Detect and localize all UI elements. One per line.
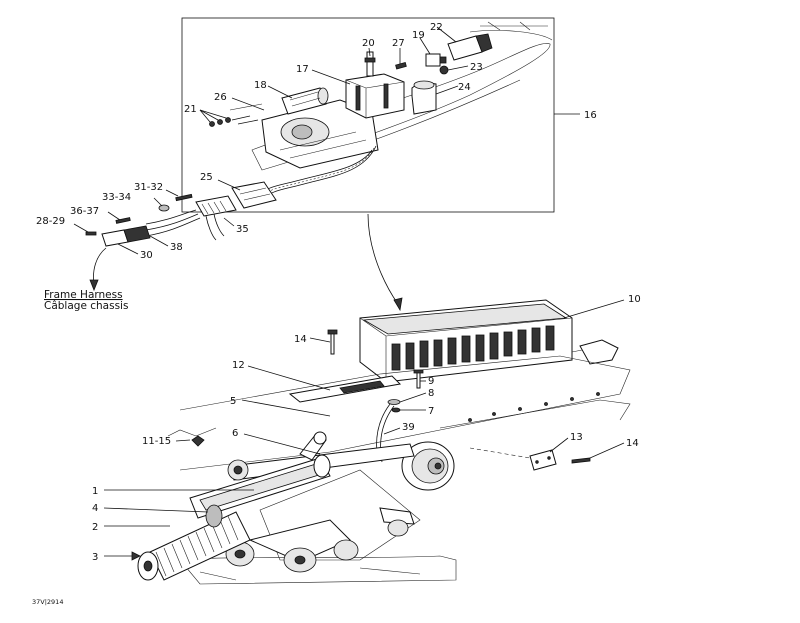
connector-25 (231, 181, 277, 209)
callout-labels: 22 20 27 19 23 17 18 24 26 21 16 25 31-3… (36, 22, 641, 563)
callout-7: 7 (428, 406, 434, 417)
callout-25: 25 (200, 172, 213, 183)
hardware-31-32 (175, 193, 193, 202)
callout-16: 16 (584, 110, 597, 121)
callout-5: 5 (230, 396, 236, 407)
callout-17: 17 (296, 64, 309, 75)
callout-20: 20 (362, 38, 375, 49)
inset-to-box-arrow-head (393, 297, 403, 312)
leader-lines (73, 26, 625, 561)
inset-to-box-arrow (367, 213, 399, 305)
spring-end-3 (137, 551, 159, 581)
collar-4 (205, 504, 223, 528)
inset-relay-24 (411, 80, 437, 115)
inset-switch-19 (425, 53, 447, 67)
connector-35 (195, 195, 237, 241)
callout-14-top: 14 (294, 334, 307, 345)
callout-30: 30 (140, 250, 153, 261)
callout-28-29: 28-29 (36, 216, 65, 227)
inset-gearbox (345, 73, 405, 119)
bracket-12 (288, 375, 402, 403)
callout-23: 23 (470, 62, 483, 73)
callout-21: 21 (184, 104, 197, 115)
callout-26: 26 (214, 92, 227, 103)
callout-11-15: 11-15 (142, 436, 171, 447)
callout-2: 2 (92, 522, 98, 533)
idler-wheel (401, 441, 455, 491)
bolt-14-top (327, 329, 338, 355)
shock-absorber-1 (189, 454, 331, 519)
rear-linkage (179, 469, 457, 585)
callout-18: 18 (254, 80, 267, 91)
hardware-36-37 (115, 217, 131, 224)
nut-7 (391, 407, 401, 413)
washer-8 (387, 399, 401, 405)
frame-harness-note: Frame Harness Câblage chassis (44, 289, 128, 312)
bolt-9 (413, 369, 424, 389)
harness-38 (145, 209, 201, 237)
harness-arrow (93, 247, 107, 285)
callout-6: 6 (232, 428, 238, 439)
inset-bolts (209, 103, 263, 127)
inset-solenoid (281, 87, 329, 115)
callout-3: 3 (92, 552, 98, 563)
detail-inset-frame (181, 17, 555, 213)
inset-cable-bundle (265, 145, 377, 195)
callout-36-37: 36-37 (70, 206, 99, 217)
spring-2 (149, 511, 251, 581)
plug-30 (101, 225, 151, 247)
inset-motor (261, 99, 379, 169)
callout-39: 39 (402, 422, 415, 433)
callout-8: 8 (428, 388, 434, 399)
bolt-14-right (571, 457, 591, 464)
callout-38: 38 (170, 242, 183, 253)
inset-connector-22 (447, 33, 493, 61)
callout-35: 35 (236, 224, 249, 235)
hardware-28-29 (85, 231, 97, 236)
callout-14-right: 14 (626, 438, 639, 449)
callout-31-32: 31-32 (134, 182, 163, 193)
harness-arrow-head (89, 279, 99, 292)
plate-13 (529, 449, 557, 471)
chassis-tunnel (167, 355, 631, 471)
frame-harness-label-fr: Câblage chassis (44, 300, 128, 312)
small-bushing-11-15 (191, 435, 205, 447)
callout-27: 27 (392, 38, 405, 49)
callout-10: 10 (628, 294, 641, 305)
callout-9: 9 (428, 376, 434, 387)
callout-13: 13 (570, 432, 583, 443)
callout-1: 1 (92, 486, 98, 497)
inset-nut-23 (439, 65, 449, 75)
callout-12: 12 (232, 360, 245, 371)
housing-10 (359, 299, 619, 383)
plate-axis (469, 447, 531, 459)
callout-33-34: 33-34 (102, 192, 131, 203)
inset-shaft (364, 51, 376, 77)
hardware-33-34 (158, 204, 170, 212)
callout-22: 22 (430, 22, 443, 33)
callout-4: 4 (92, 503, 98, 514)
callout-19: 19 (412, 30, 425, 41)
inset-fastener-27 (395, 62, 407, 70)
drawing-code: 37V|2914 (32, 598, 63, 606)
callout-24: 24 (458, 82, 471, 93)
frame-harness-label-en: Frame Harness (44, 289, 123, 301)
